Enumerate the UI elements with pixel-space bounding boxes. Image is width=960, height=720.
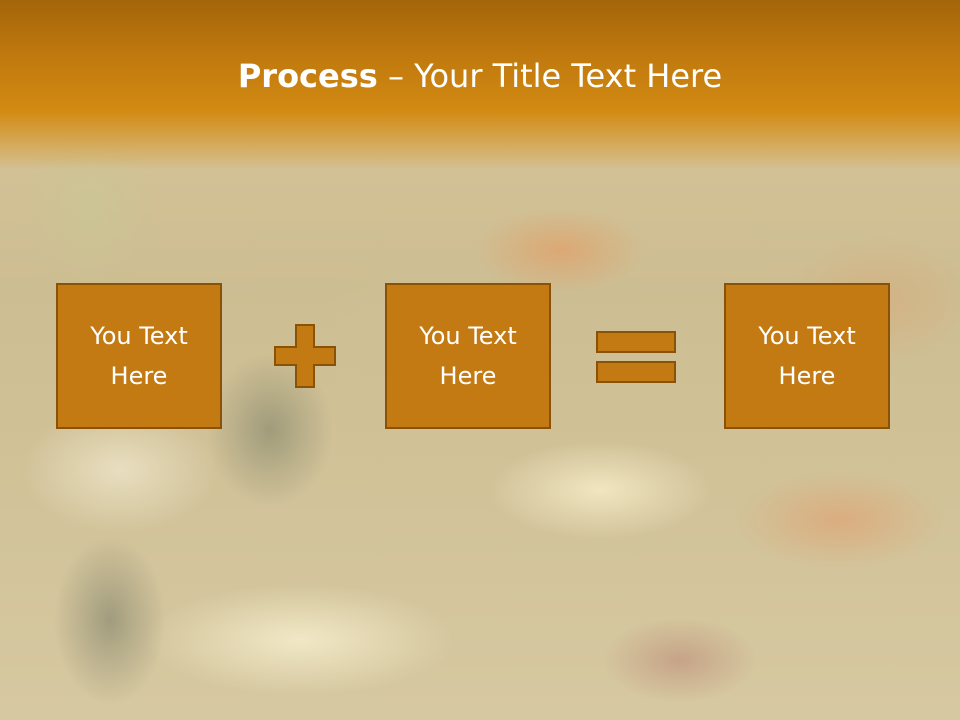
- title-rest: – Your Title Text Here: [377, 57, 723, 95]
- process-box-3: You Text Here: [724, 283, 890, 429]
- process-box-1-text: You Text Here: [90, 322, 188, 390]
- title-band: [0, 0, 960, 170]
- process-box-1: You Text Here: [56, 283, 222, 429]
- process-box-2: You Text Here: [385, 283, 551, 429]
- slide-title: Process – Your Title Text Here: [0, 54, 960, 98]
- plus-icon: [274, 324, 336, 388]
- title-bold: Process: [237, 57, 378, 95]
- process-box-3-text: You Text Here: [758, 322, 856, 390]
- process-box-2-text: You Text Here: [419, 322, 517, 390]
- equals-icon: [596, 331, 676, 383]
